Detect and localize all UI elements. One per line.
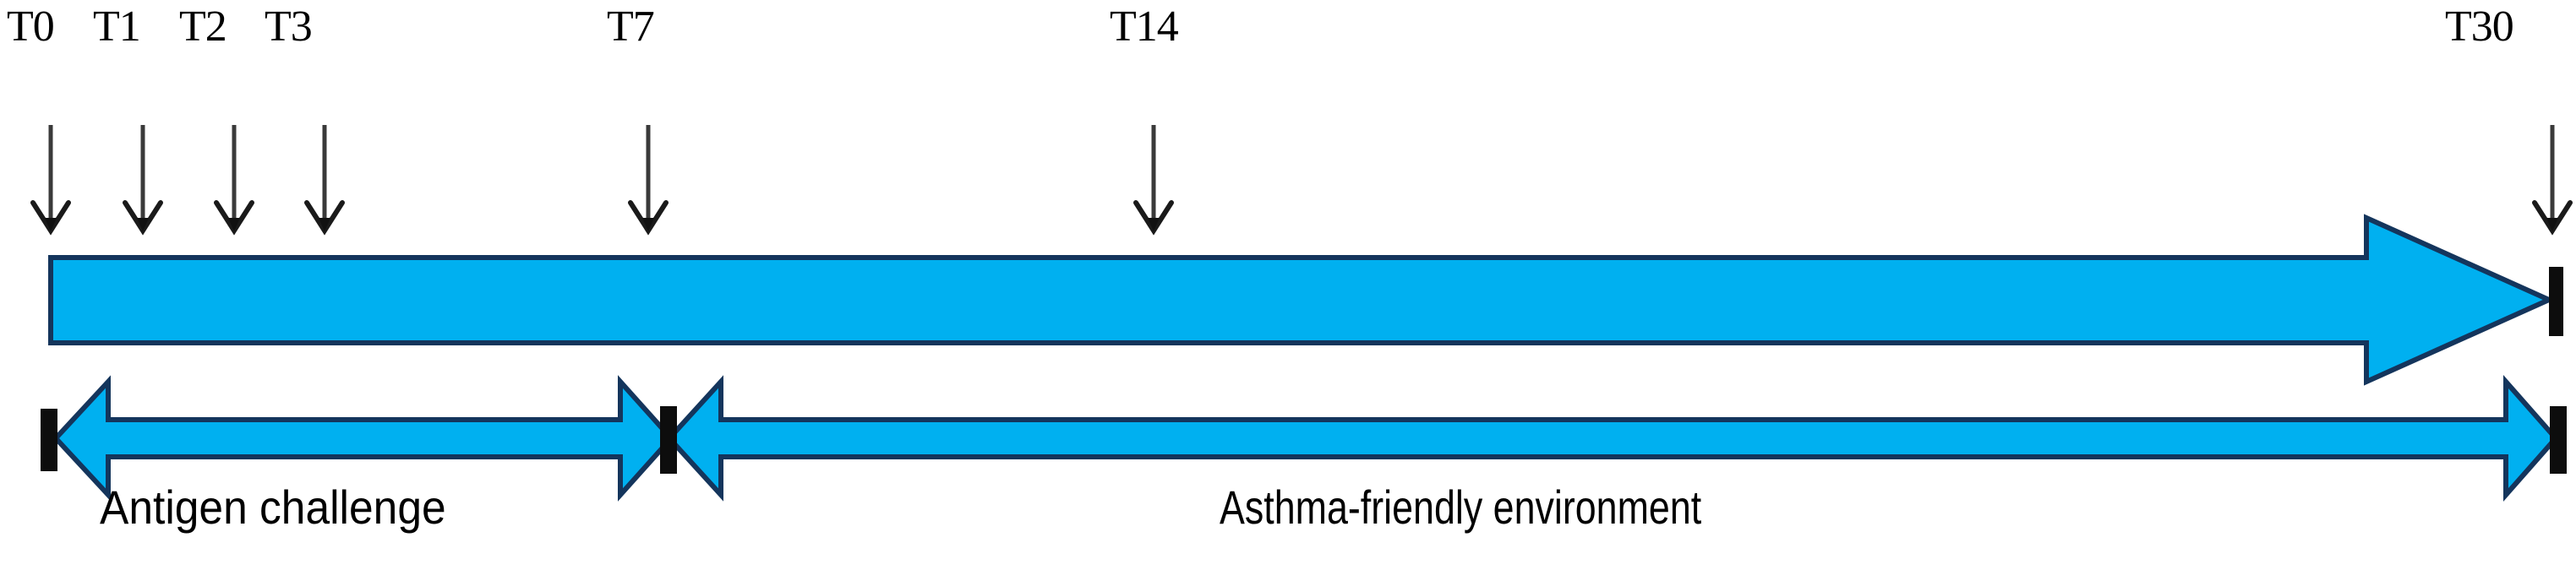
timepoint-arrow-t14 [1136,125,1171,231]
phase-label-antigen-challenge: Antigen challenge [100,480,446,534]
timepoint-arrow-t1 [125,125,161,231]
tick-label-t30: T30 [2445,3,2514,51]
tick-label-t3: T3 [265,3,313,51]
phase-label-asthma-environment: Asthma-friendly environment [1220,480,1702,534]
tick-mark-t7-bottom [660,406,677,474]
timepoint-arrow-t30 [2535,125,2570,231]
timepoint-arrow-t2 [216,125,252,231]
tick-label-t1: T1 [93,3,141,51]
tick-label-t14: T14 [1110,3,1179,51]
tick-mark-t0-bottom [41,409,57,471]
tick-label-t7: T7 [607,3,655,51]
phase-antigen-challenge-arrow [52,375,675,502]
study-duration-arrow [48,214,2556,386]
timepoint-arrow-t0 [33,125,68,231]
tick-label-t0: T0 [7,3,55,51]
tick-mark-t30-main [2549,267,2563,336]
phase-asthma-environment-arrow [665,375,2559,502]
timepoint-arrow-t7 [630,125,666,231]
tick-mark-t30-bottom [2550,406,2567,474]
tick-label-t2: T2 [179,3,227,51]
phase-antigen-challenge-group [52,375,675,502]
phase-asthma-environment-group [665,375,2559,502]
timepoint-arrow-t3 [307,125,342,231]
